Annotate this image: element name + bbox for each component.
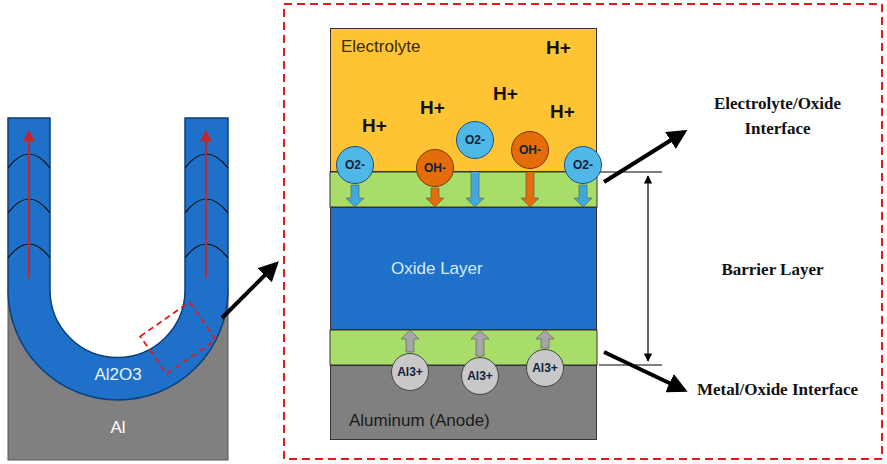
- oxide-layer-band: Oxide Layer: [330, 207, 597, 330]
- growth-arrow: [28, 132, 30, 278]
- part-label: Al: [68, 416, 168, 441]
- growth-arrow: [205, 132, 207, 278]
- callout-label: Metal/Oxide Interface: [690, 378, 865, 403]
- ion-flow-arrow: [574, 185, 592, 207]
- callout-label: Electrolyte/Oxide Interface: [690, 92, 865, 141]
- part-label: Al2O3: [68, 363, 168, 388]
- interface-band: [330, 172, 597, 207]
- part-label: H+: [550, 98, 590, 126]
- wave-lines: [8, 154, 228, 258]
- layer-label: Oxide Layer: [391, 259, 483, 279]
- ion-label: O2-: [465, 133, 485, 147]
- layer-label: Aluminum (Anode): [349, 411, 490, 431]
- ion-label: OH-: [519, 143, 541, 157]
- zoom-frame: [140, 302, 216, 374]
- barrier-dimension: [647, 176, 648, 361]
- zoom-arrow: [222, 264, 276, 318]
- ion-flow-arrow: [401, 330, 419, 352]
- leader-arrow: [604, 352, 684, 390]
- pore-hollow: [50, 110, 185, 358]
- oxygen-ion: O2-: [336, 146, 374, 184]
- aluminum-ion: Al3+: [391, 353, 429, 391]
- part-label: H+: [362, 112, 402, 140]
- part-label: H+: [546, 34, 586, 62]
- ion-flow-arrow: [426, 188, 444, 207]
- ion-label: O2-: [345, 158, 365, 172]
- layer-label: Electrolyte: [341, 37, 420, 57]
- zoom-panel-frame: [284, 4, 882, 459]
- aluminum-ion: Al3+: [461, 357, 499, 395]
- hydroxide-ion: OH-: [416, 149, 454, 187]
- part-label: H+: [420, 94, 460, 122]
- oxide-u-shape: [8, 118, 228, 400]
- ion-flow-arrow: [536, 330, 554, 348]
- oxygen-ion: O2-: [564, 146, 602, 184]
- leader-arrow: [604, 132, 684, 182]
- ion-flow-arrow: [521, 170, 539, 207]
- ion-label: O2-: [573, 158, 593, 172]
- oxygen-ion: O2-: [456, 121, 494, 159]
- ion-flow-arrow: [346, 185, 364, 207]
- part-label: H+: [493, 80, 533, 108]
- aluminum-ion: Al3+: [526, 349, 564, 387]
- ion-flow-arrow: [471, 330, 489, 356]
- ion-label: Al3+: [397, 365, 423, 379]
- ion-label: Al3+: [532, 361, 558, 375]
- ion-label: OH-: [424, 161, 446, 175]
- bracket-tick: [599, 172, 662, 173]
- callout-label: Barrier Layer: [680, 258, 865, 283]
- ion-label: Al3+: [467, 369, 493, 383]
- hydroxide-ion: OH-: [511, 131, 549, 169]
